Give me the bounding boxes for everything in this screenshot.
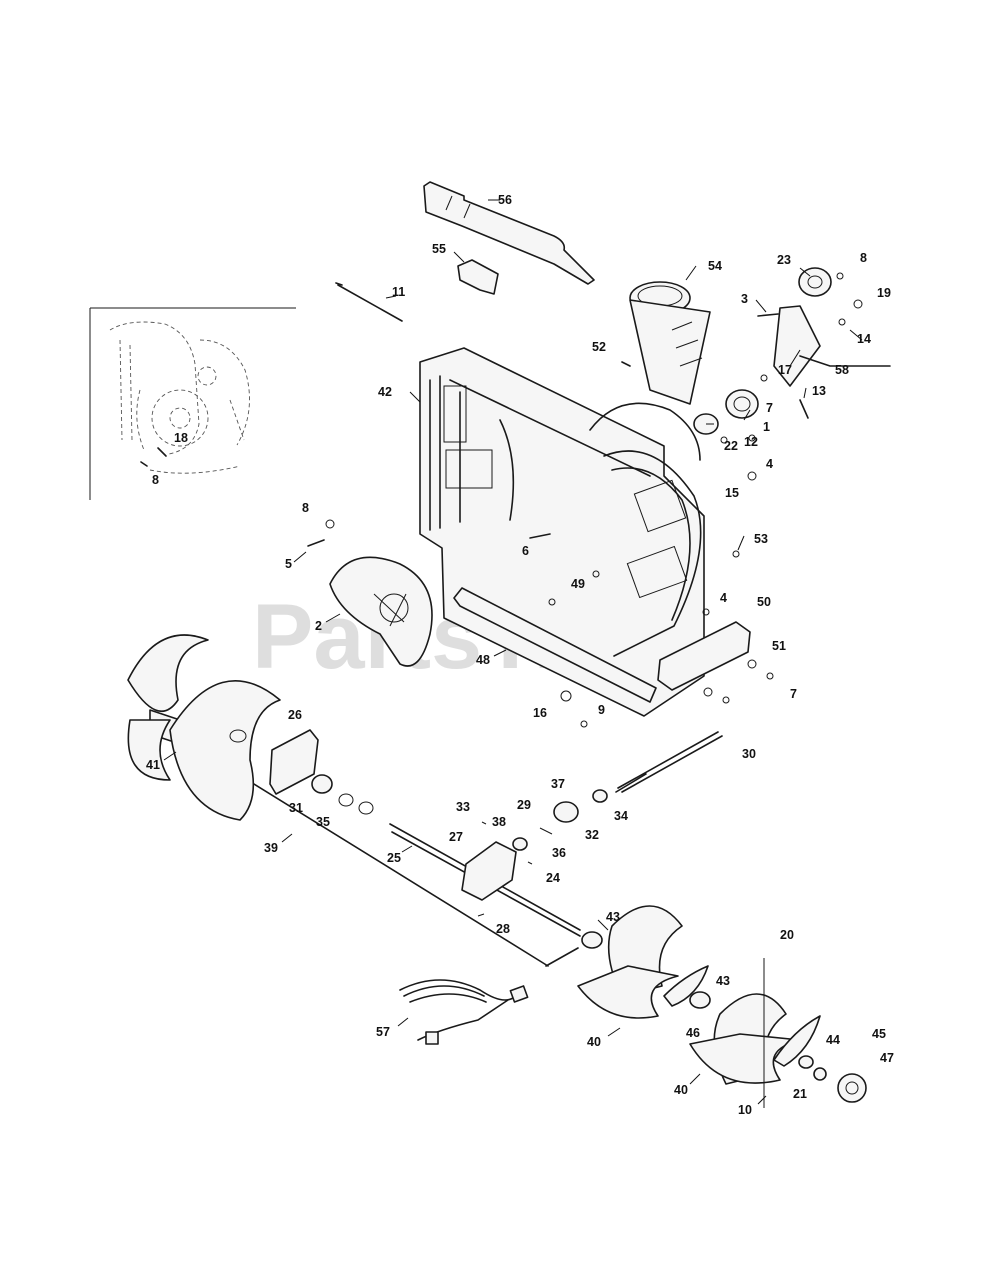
callout-28: 28 (496, 922, 510, 936)
callout-48: 48 (476, 653, 490, 667)
part-39-outline (253, 783, 579, 967)
callout-1: 1 (763, 420, 770, 434)
leader-lines (163, 199, 863, 1105)
callout-23: 23 (777, 253, 791, 267)
callout-5: 5 (285, 557, 292, 571)
callout-43a: 43 (606, 910, 620, 924)
callout-13: 13 (812, 384, 826, 398)
callout-43b: 43 (716, 974, 730, 988)
callout-31: 31 (289, 801, 303, 815)
callout-8-inset: 8 (152, 473, 159, 487)
callout-labels: 18 8 1 2 3 4 4 5 6 7 7 8 8 9 10 11 12 13… (146, 193, 894, 1117)
callout-7b: 7 (790, 687, 797, 701)
part-55-bracket (457, 259, 499, 295)
part-50-plate (657, 621, 751, 691)
callout-37: 37 (551, 777, 565, 791)
callout-24: 24 (546, 871, 560, 885)
part-group-pulley (621, 267, 891, 558)
part-6-pin (529, 533, 551, 539)
callout-46: 46 (686, 1026, 700, 1040)
callout-4b: 4 (720, 591, 727, 605)
small-hardware (325, 519, 774, 728)
callout-14: 14 (857, 332, 871, 346)
callout-2: 2 (315, 619, 322, 633)
part-56-shaft (423, 181, 595, 285)
part-5-bolt (307, 539, 325, 547)
bearings-left (311, 774, 374, 815)
callout-40a: 40 (587, 1035, 601, 1049)
callout-8b: 8 (302, 501, 309, 515)
callout-18-inset: 18 (174, 431, 188, 445)
callout-8a: 8 (860, 251, 867, 265)
callout-10: 10 (738, 1103, 752, 1117)
callout-44: 44 (826, 1033, 840, 1047)
callout-6: 6 (522, 544, 529, 558)
inset-detail (89, 307, 296, 500)
callout-57: 57 (376, 1025, 390, 1039)
callout-4a: 4 (766, 457, 773, 471)
callout-25: 25 (387, 851, 401, 865)
callout-20: 20 (780, 928, 794, 942)
callout-12: 12 (744, 435, 758, 449)
part-48-bar (453, 587, 657, 703)
callout-19: 19 (877, 286, 891, 300)
callout-32: 32 (585, 828, 599, 842)
callout-53: 53 (754, 532, 768, 546)
part-42-housing (419, 347, 705, 717)
callout-38: 38 (492, 815, 506, 829)
callout-35: 35 (316, 815, 330, 829)
part-54-chute (629, 281, 711, 405)
callout-50: 50 (757, 595, 771, 609)
callout-45: 45 (872, 1027, 886, 1041)
callout-15: 15 (725, 486, 739, 500)
callout-55: 55 (432, 242, 446, 256)
callout-22: 22 (724, 439, 738, 453)
callout-3: 3 (741, 292, 748, 306)
callout-40b: 40 (674, 1083, 688, 1097)
callout-39: 39 (264, 841, 278, 855)
callout-33: 33 (456, 800, 470, 814)
part-26-plate (269, 729, 319, 795)
callout-21: 21 (793, 1087, 807, 1101)
callout-9: 9 (598, 703, 605, 717)
callout-36: 36 (552, 846, 566, 860)
callout-41: 41 (146, 758, 160, 772)
callout-26: 26 (288, 708, 302, 722)
callout-49: 49 (571, 577, 585, 591)
part-57-cord (399, 979, 529, 1045)
callout-11: 11 (392, 285, 405, 299)
part-41-auger (127, 634, 281, 821)
callout-7a: 7 (766, 401, 773, 415)
callout-16: 16 (533, 706, 547, 720)
part-30-worm-shaft (615, 731, 723, 793)
part-40-auger-b (689, 958, 867, 1108)
callout-51: 51 (772, 639, 786, 653)
callout-27: 27 (449, 830, 463, 844)
callout-54: 54 (708, 259, 722, 273)
callout-17: 17 (778, 363, 792, 377)
callout-56: 56 (498, 193, 512, 207)
part-2-impeller (329, 556, 433, 667)
part-11-rod (335, 282, 403, 322)
callout-29: 29 (517, 798, 531, 812)
part-40-auger-a (577, 905, 711, 1019)
callout-30: 30 (742, 747, 756, 761)
callout-42: 42 (378, 385, 392, 399)
callout-34: 34 (614, 809, 628, 823)
callout-47: 47 (880, 1051, 894, 1065)
part-25-27-shaft-gearbox (389, 789, 608, 937)
callout-58: 58 (835, 363, 849, 377)
callout-52: 52 (592, 340, 606, 354)
